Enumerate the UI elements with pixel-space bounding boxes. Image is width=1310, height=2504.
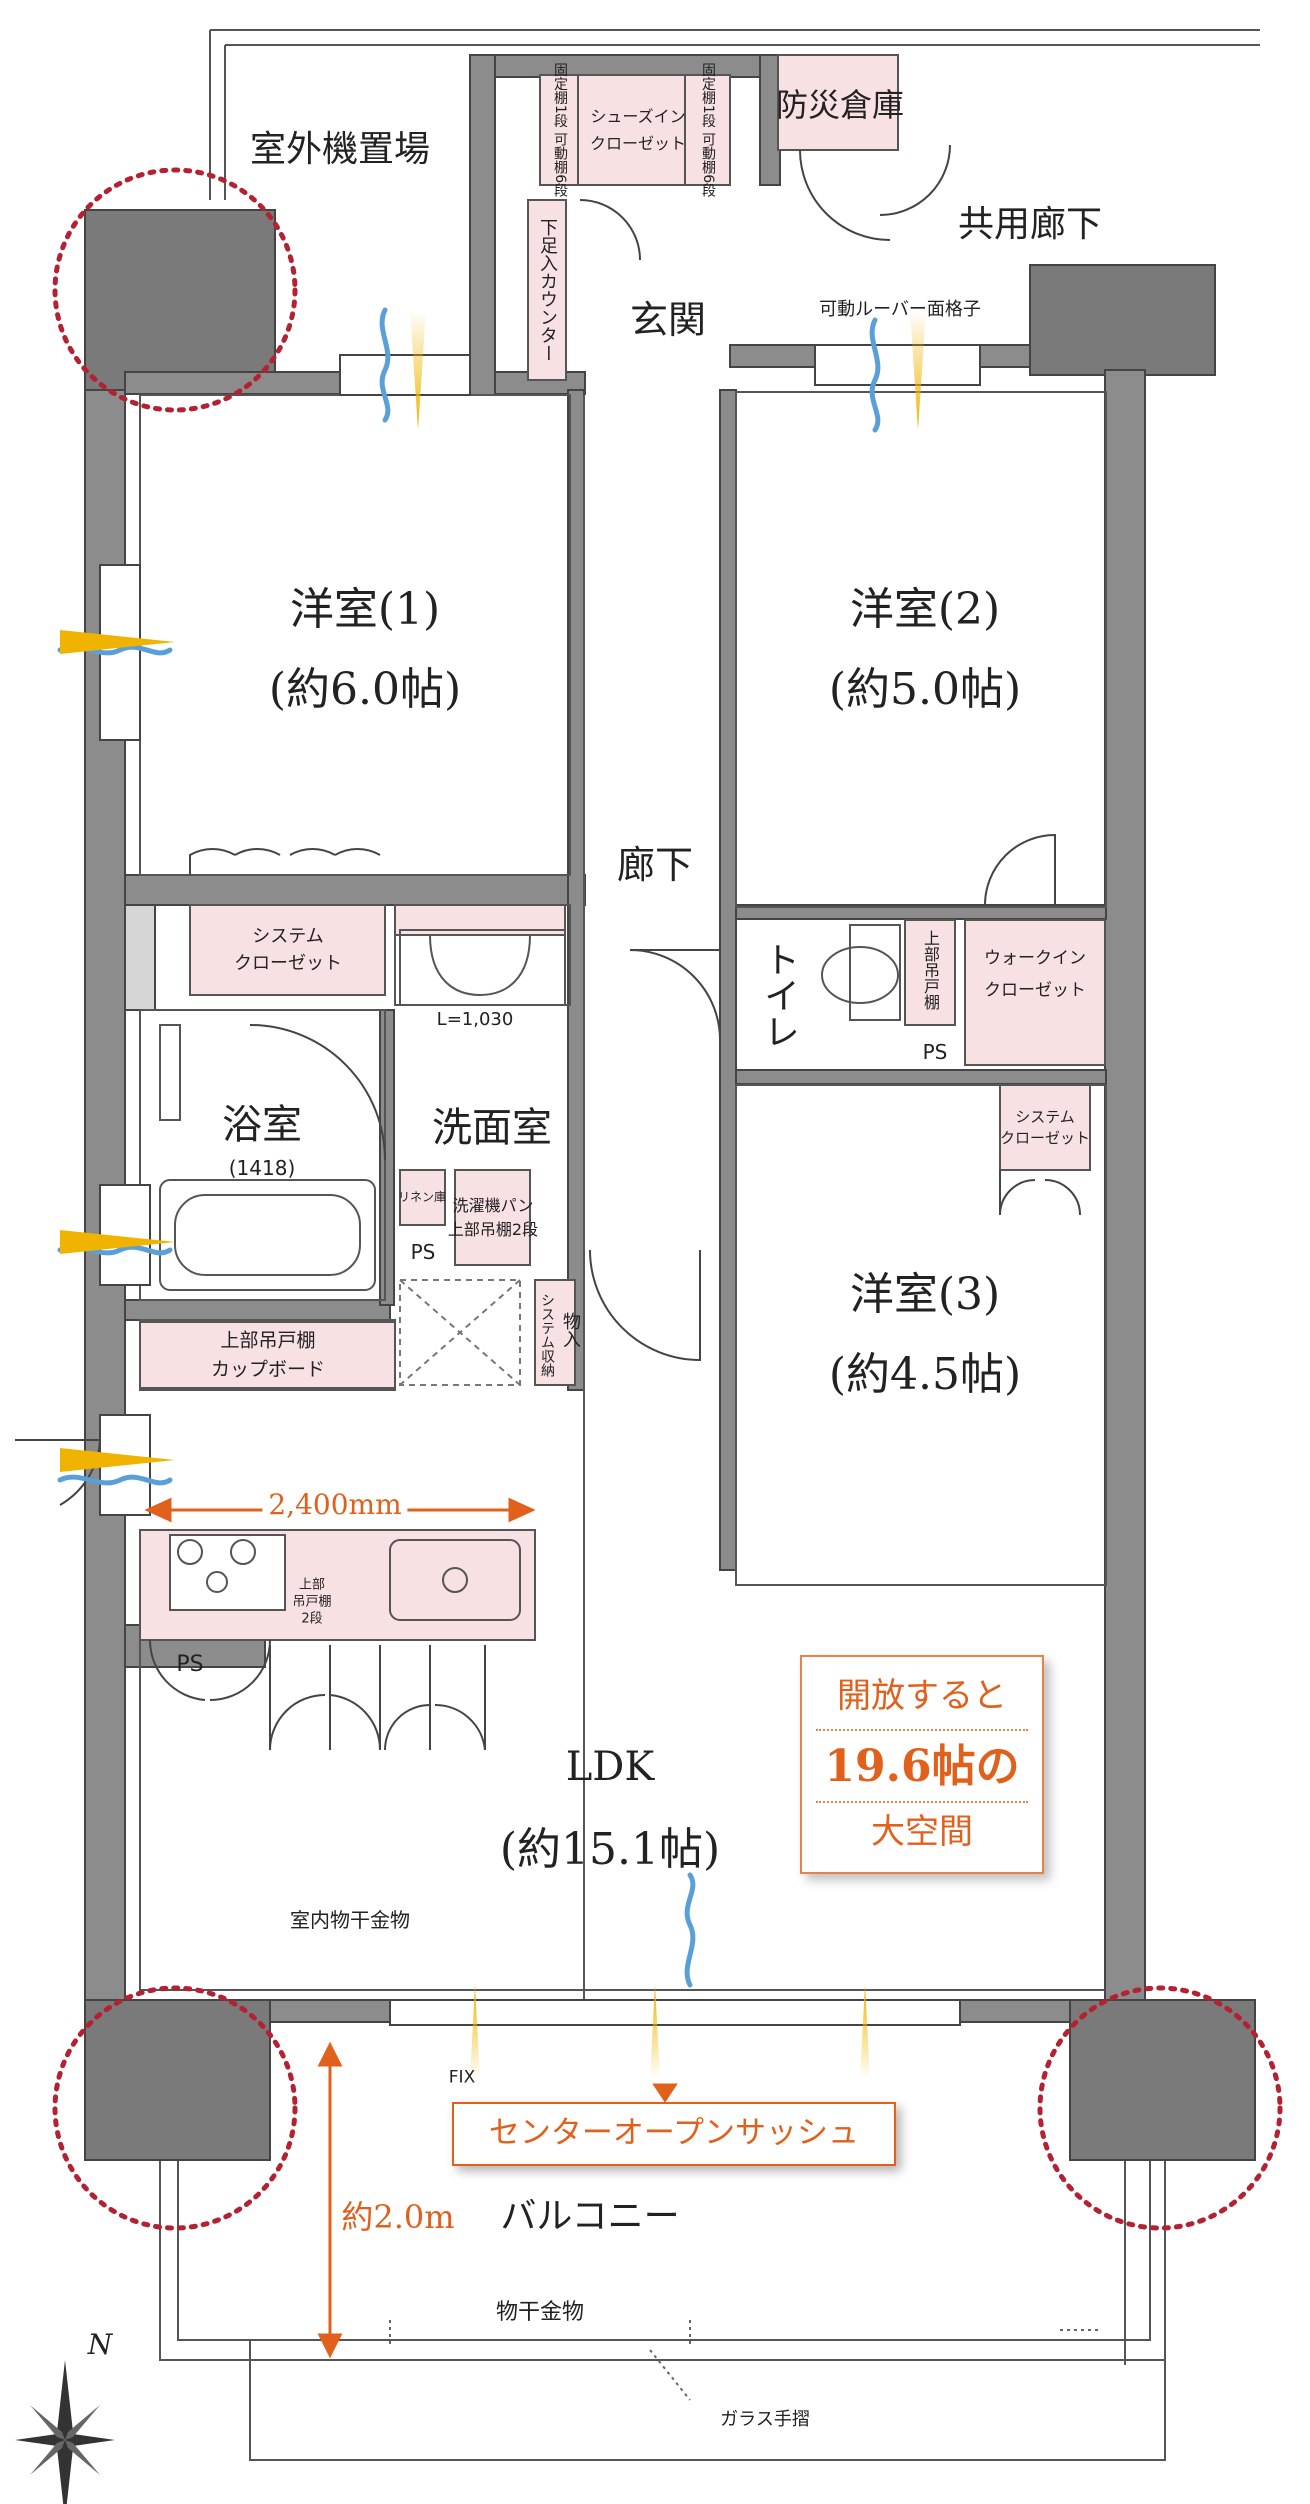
sash-label: センターオープンサッシュ [488, 2115, 860, 2151]
common-corridor-label: 共用廊下 [957, 204, 1103, 245]
highlight-circles [52, 167, 1283, 2231]
indoor-dry-label: 室内物干金物 [290, 1908, 410, 1932]
cupboard-label: 上部吊戸棚 カップボード [210, 1329, 326, 1381]
promo-divider-1 [816, 1729, 1028, 1731]
promo-line3: 大空間 [871, 1812, 973, 1852]
bathtub [159, 1024, 376, 1291]
washroom-label: 洗面室 [432, 1105, 552, 1151]
shoes-closet-label: シューズイン クローゼット [589, 106, 687, 153]
shaft [399, 1279, 521, 1386]
system-closet-1-label: システム クローゼット [234, 926, 342, 974]
walkin-label: ウォークイン クローゼット [984, 948, 1086, 1001]
ps-wash-label: PS [410, 1240, 436, 1264]
promo-divider-2 [816, 1801, 1028, 1803]
compass [15, 2360, 115, 2504]
outdoor-dry-label: 物干金物 [495, 2300, 585, 2325]
ldk-size-label: (約15.1帖) [499, 1824, 721, 1875]
hallway-label: 廊下 [616, 843, 694, 887]
storage-areas [139, 54, 1106, 1641]
promo-line1: 開放すると [837, 1676, 1007, 1716]
upper-cabinet-label: 上部吊戸棚 [921, 930, 940, 1010]
outline-lines [159, 29, 1260, 2461]
dimension-arrows [144, 1497, 678, 2359]
bath-label: 浴室 [222, 1102, 302, 1148]
fixed-shelf-right-label: 固定棚1段 可動棚6段 [700, 62, 716, 198]
entrance-label: 玄関 [629, 298, 707, 342]
promo-line2: 19.6帖の [824, 1741, 1020, 1792]
storage-in-label: 物入 [560, 1312, 581, 1348]
toilet-label: トイレ [758, 941, 799, 1049]
ps-kitchen-label: PS [176, 1652, 204, 1677]
ldk-label: LDK [565, 1744, 655, 1790]
room1-name: 洋室(1) [289, 584, 441, 635]
doors [15, 144, 1081, 1751]
room2-name: 洋室(2) [849, 584, 1001, 635]
width-note-label: L=1,030 [436, 1009, 514, 1030]
room2-size: (約5.0帖) [828, 664, 1022, 715]
outdoor-unit-label: 室外機置場 [249, 129, 431, 170]
bath-size-label: (1418) [228, 1156, 296, 1180]
light-flow [60, 310, 926, 2079]
room1-size: (約6.0帖) [268, 664, 462, 715]
glass-rail-label: ガラス手摺 [720, 2409, 810, 2430]
linen-label: リネン庫 [397, 1190, 447, 1204]
balcony-depth-label: 約2.0m [341, 2198, 455, 2236]
room3-size: (約4.5帖) [828, 1349, 1022, 1400]
kitchen-width-label: 2,400mm [262, 1491, 408, 1519]
room3-name: 洋室(3) [849, 1269, 1001, 1320]
balcony-label: バルコニー [500, 2196, 680, 2237]
kitchen-fixtures [177, 924, 901, 1621]
promo-box: 開放すると 19.6帖の 大空間 [800, 1655, 1044, 1874]
kitchen-shelf-label: 上部 吊戸棚 2段 [292, 1577, 332, 1627]
shoe-counter-label: 下足入カウンター [537, 218, 558, 362]
system-storage-label: システム収納 [539, 1293, 555, 1377]
fixed-shelf-left-label: 固定棚1段 可動棚6段 [552, 62, 568, 198]
fix-label: FIX [448, 2067, 476, 2088]
disaster-storage-label: 防災倉庫 [775, 86, 905, 124]
washer-label: 洗濯機パン 上部吊棚2段 [447, 1196, 539, 1239]
system-closet-3-label: システム クローゼット [999, 1108, 1091, 1147]
sash-label-box: センターオープンサッシュ [452, 2102, 896, 2166]
ps-toilet-label: PS [922, 1040, 948, 1064]
louver-label: 可動ルーバー面格子 [819, 299, 981, 320]
north-label: N [87, 2328, 113, 2361]
